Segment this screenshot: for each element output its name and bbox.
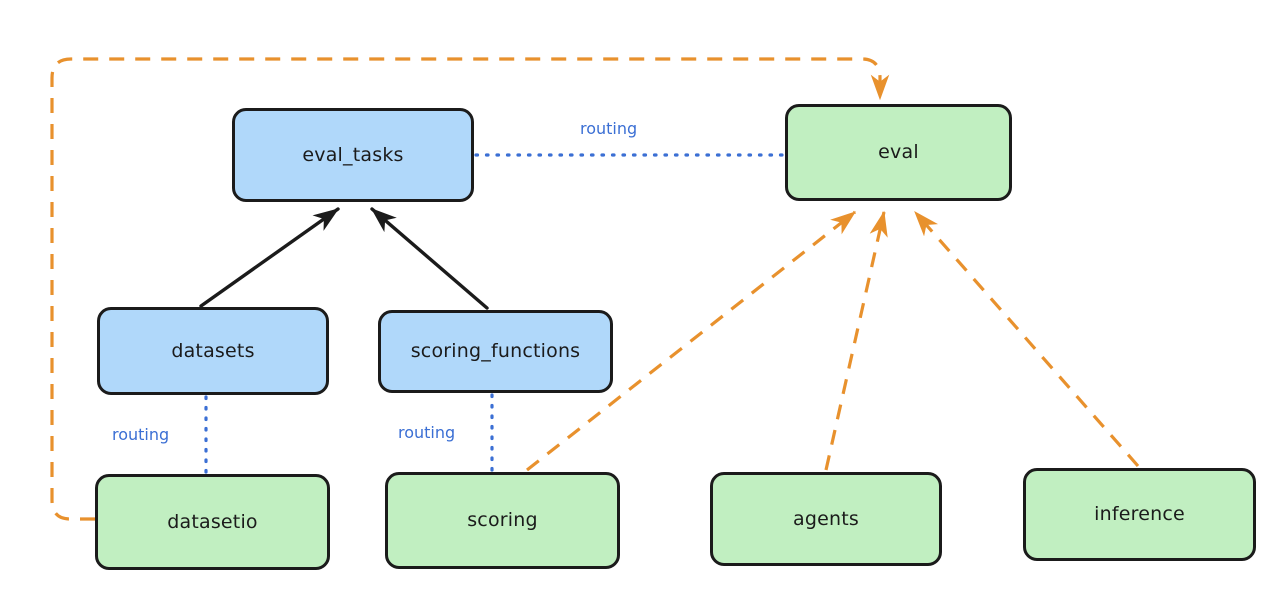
edge-agents-to-eval bbox=[824, 210, 888, 471]
node-scoring[interactable]: scoring bbox=[385, 472, 620, 569]
node-label: eval_tasks bbox=[302, 143, 404, 166]
edge-datasets-to-eval_tasks bbox=[199, 207, 340, 308]
node-label: scoring_functions bbox=[410, 340, 581, 362]
node-label: scoring bbox=[467, 509, 538, 531]
node-eval[interactable]: eval bbox=[785, 104, 1012, 201]
edge-inference-to-eval bbox=[913, 210, 1140, 468]
node-agents[interactable]: agents bbox=[710, 472, 942, 566]
edge-label-routing-scoring-functions-scoring: routing bbox=[398, 423, 456, 442]
edge-label-routing-datasets-datasetio: routing bbox=[112, 425, 170, 444]
node-label: agents bbox=[793, 507, 859, 530]
node-label: inference bbox=[1094, 503, 1185, 525]
node-datasetio[interactable]: datasetio bbox=[95, 474, 330, 570]
node-eval-tasks[interactable]: eval_tasks bbox=[232, 108, 474, 202]
node-datasets[interactable]: datasets bbox=[97, 307, 329, 395]
node-label: datasets bbox=[171, 339, 255, 362]
edge-datasetio-to-eval bbox=[50, 57, 890, 521]
edge-scoring_functions-to-eval_tasks bbox=[370, 207, 489, 310]
edge-label-routing-eval-tasks-eval: routing bbox=[580, 119, 638, 138]
edge-scoring-to-eval bbox=[526, 210, 857, 472]
node-inference[interactable]: inference bbox=[1023, 468, 1256, 561]
node-label: eval bbox=[878, 141, 919, 163]
node-scoring-functions[interactable]: scoring_functions bbox=[378, 310, 613, 393]
node-label: datasetio bbox=[167, 510, 258, 533]
